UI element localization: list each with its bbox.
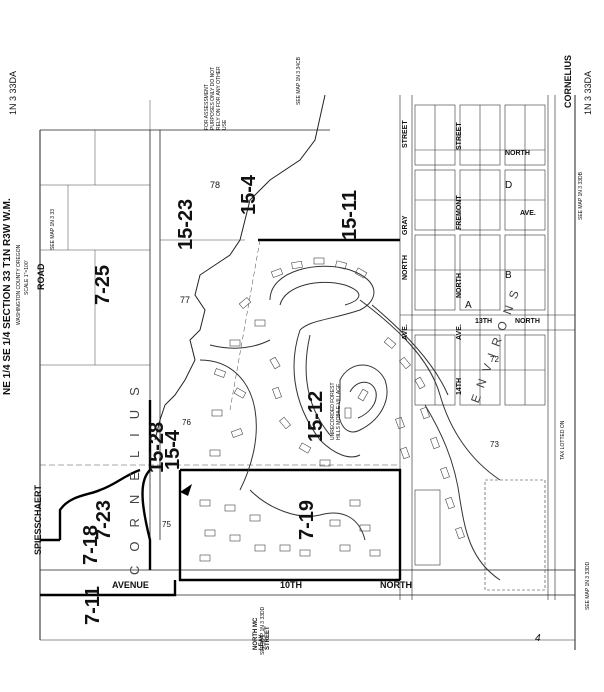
zone-15-12: 15-12 [305,390,327,442]
lot-78: 78 [210,180,221,190]
zone-7-19: 7-19 [296,499,318,540]
road-label: ROAD [36,263,46,291]
north-top-label: NORTH [505,150,530,157]
lot-76: 76 [182,418,191,427]
ave-label-1: AVE. [402,324,409,340]
tax-lot-note: TAX LOTTED ON [560,420,566,460]
map-title: NE 1/4 SE 1/4 SECTION 33 T1N R3W W.M. [2,198,13,395]
north-bottom-label: NORTH [380,580,412,590]
parcels-left [40,100,261,411]
north-13-label: NORTH [515,318,540,325]
zone-7-11: 7-11 [82,586,104,625]
tenth-label: 10TH [280,580,303,590]
city-blocks [414,104,546,591]
creek-line [154,94,326,441]
see-map-right-bottom: SEE MAP 1N 3 33DD [585,561,591,610]
avenue-label: AVENUE [112,580,149,590]
map-scale: SCALE 1"=100' [24,260,30,295]
lot-letter-a: A [465,300,472,311]
north-right-label: NORTH [456,273,463,298]
ave-label-3: AVE. [520,210,536,217]
lot-letter-b: B [505,270,512,281]
lot-letter-d: D [505,180,513,191]
zone-15-4-mid: 15-4 [162,429,184,470]
see-map-top: SEE MAP 1N 3 34CB [296,57,302,105]
zone-15-4-top: 15-4 [238,174,260,215]
development-label: UNRECORDED FOREST HILLS MOBILE VILLAGE [330,382,342,440]
ave-label-2: AVE. [456,324,463,340]
village-roads [199,265,501,581]
thirteenth-label: 13TH [475,318,493,325]
zone-boundaries [40,238,402,597]
gray-label: GRAY [402,215,409,235]
map-frame [39,95,576,650]
fourteenth-label: 14TH [456,377,463,395]
city-label-top: CORNELIUS [563,54,573,108]
fremont-label: FREMONT [456,195,463,230]
assessment-note: FOR ASSESSMENT PURPOSES ONLY DO NOT RELY… [204,66,228,130]
zone-7-25: 7-25 [92,264,114,305]
sheet-id-top-left: 1N 3 33DA [8,70,18,115]
spiesschaert-label: SPIESSCHAERT [33,484,43,555]
lot-77: 77 [180,295,191,305]
sheet-id-top-right: 1N 3 33DA [583,70,593,115]
north-gray-label: NORTH [402,255,409,280]
mobile-home-lots [199,257,465,562]
zone-7-18: 7-18 [80,524,102,565]
page-mark: 4 [535,633,541,644]
lot-75: 75 [162,520,171,529]
see-map-left-top: SEE MAP 1N 3 33 [50,208,56,250]
see-map-right: SEE MAP 1N 3 33DB [578,172,584,220]
lot-73: 73 [490,440,499,449]
map-subtitle: WASHINGTON COUNTY OREGON [16,244,22,325]
street-right-label: STREET [456,122,463,150]
arrow-marker [180,484,192,496]
zone-15-23: 15-23 [175,198,197,250]
see-map-left-bottom: SEE MAP 1N 3 33DD [260,606,266,655]
street-top-label: STREET [402,120,409,148]
zone-15-11: 15-11 [339,189,361,240]
cornelius-vertical-label: CORNELIUS [127,373,142,575]
lot-72: 72 [490,355,499,364]
